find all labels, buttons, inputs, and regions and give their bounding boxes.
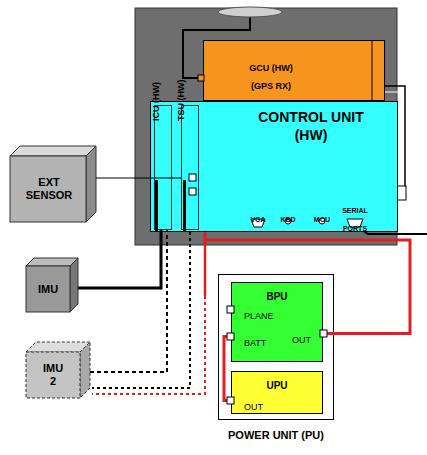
text-holder: UPU: [232, 375, 322, 393]
unit-name: BPU: [266, 291, 287, 302]
port-name: PLANE: [244, 311, 274, 321]
port-name: BATT: [244, 338, 266, 348]
gps-unit-box: GCU (HW) (GPS RX): [203, 40, 385, 101]
imu-cube-optional: IMU 2: [26, 342, 90, 398]
text-holder: MOU: [307, 208, 337, 226]
text-holder: GCU (HW) (GPS RX): [241, 57, 301, 93]
ups-board-box: UPU OUT: [231, 371, 323, 414]
power-wire-optional: [92, 296, 205, 394]
cube-side: [86, 146, 96, 222]
housing: [135, 8, 397, 245]
data-cable: [90, 230, 167, 372]
unit-name: IMU 2: [40, 362, 66, 387]
card-slot: TSU (HW): [181, 105, 199, 230]
unit-name: IMU: [38, 283, 58, 296]
cube-top: [26, 258, 78, 266]
port-name: OUT: [292, 335, 311, 345]
text-holder: OUT: [292, 329, 311, 347]
power-wire: [204, 240, 207, 296]
cube-top: [10, 146, 96, 156]
text-holder: ICU (HW): [145, 82, 163, 121]
text-holder: VGA: [243, 208, 273, 226]
power-unit-box: POWER UNIT (PU)BPUPLANEBATTOUTUPUOUT: [218, 274, 334, 420]
text-holder: EXT SENSOR: [10, 156, 88, 222]
port-label: KBD: [280, 216, 295, 223]
text-holder: SERIAL PORTS: [337, 199, 373, 235]
text-holder: CONTROL UNIT (HW): [251, 108, 371, 144]
unit-name: GCU (HW) (GPS RX): [249, 63, 293, 91]
cube-side: [70, 258, 78, 312]
text-holder: KBD: [273, 208, 303, 226]
antenna: [218, 7, 282, 17]
data-cable: [78, 230, 161, 288]
port-name: OUT: [244, 402, 263, 412]
text-holder: OUT: [244, 396, 263, 414]
imu-cube: IMU: [26, 258, 78, 312]
sensor-cube: EXT SENSOR: [10, 146, 96, 222]
data-wire-optional: [92, 232, 190, 388]
card-slot: ICU (HW): [154, 105, 172, 230]
unit-name: ICU (HW): [151, 82, 161, 121]
unit-name: EXT SENSOR: [14, 176, 84, 201]
cube-top: [26, 342, 90, 352]
port-label: MOU: [314, 216, 330, 223]
text-holder: POWER UNIT (PU): [189, 425, 363, 443]
unit-name: TSU (HW): [176, 80, 186, 122]
cube-side: [80, 342, 90, 398]
text-holder: BATT: [244, 332, 266, 350]
unit-name: POWER UNIT (PU): [228, 429, 324, 441]
cube-front: [26, 352, 80, 398]
port-label: SERIAL PORTS: [342, 207, 368, 232]
text-holder: PLANE: [244, 305, 274, 323]
text-holder: BPU: [232, 286, 322, 304]
text-holder: IMU 2: [26, 352, 80, 398]
text-holder: TSU (HW): [170, 80, 188, 122]
power-board-box: BPU PLANE BATT OUT: [231, 282, 323, 362]
cube-front: [10, 156, 86, 222]
text-holder: IMU: [26, 266, 70, 312]
unit-name: CONTROL UNIT (HW): [258, 109, 364, 143]
unit-name: UPU: [266, 380, 287, 391]
port-label: VGA: [250, 216, 265, 223]
cube-front: [26, 266, 70, 312]
